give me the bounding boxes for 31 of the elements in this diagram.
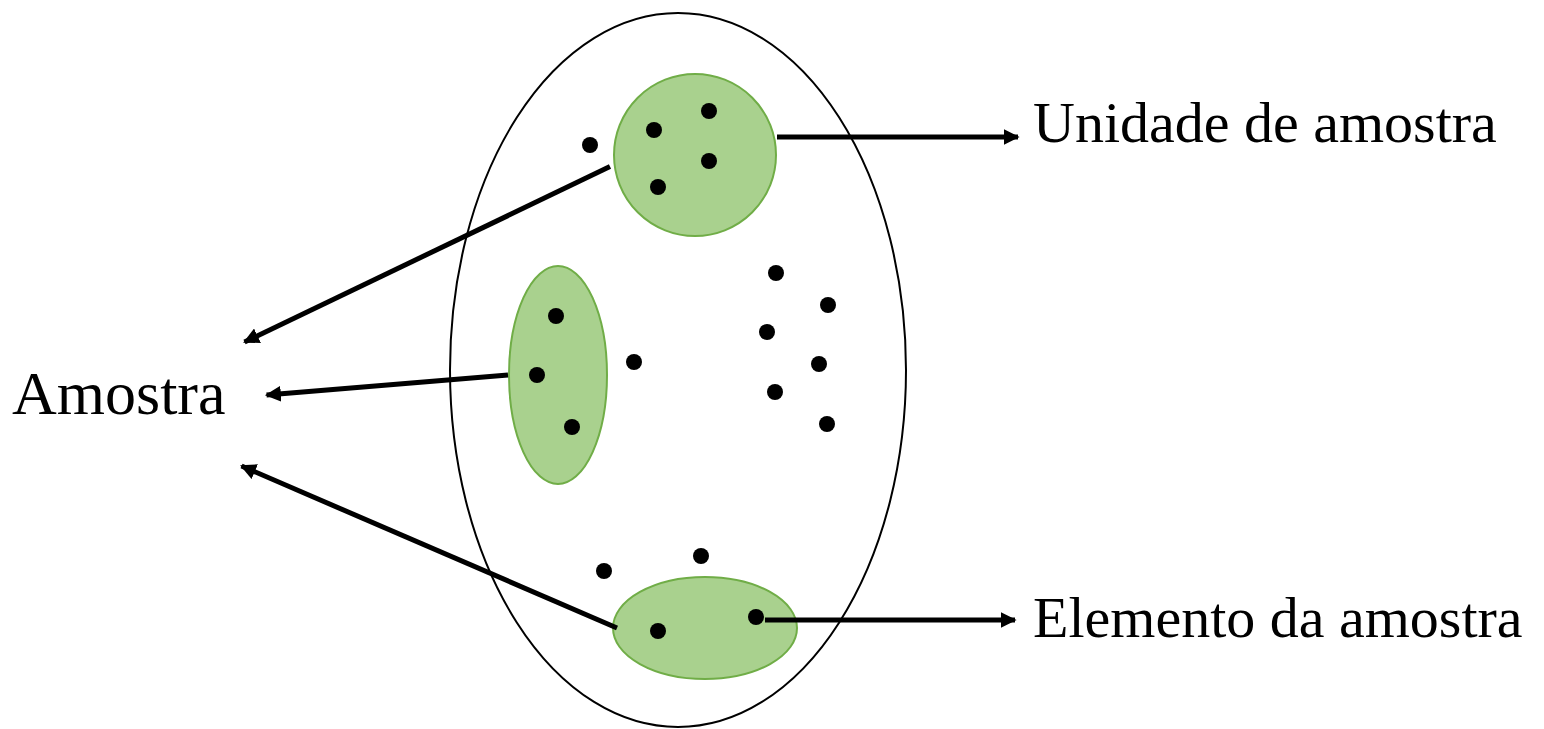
dot [563,419,581,435]
sample-shape [612,576,798,680]
dot [810,356,828,372]
dot [649,179,667,195]
dot [819,297,837,313]
arrow [243,164,612,345]
arrow [765,612,1017,628]
dot [818,416,836,432]
dot [767,265,785,281]
label: Unidade de amostra [1033,94,1497,152]
arrow [240,463,618,631]
dot [645,122,663,138]
dot [692,548,710,564]
dot [700,103,718,119]
sample-shape [613,72,777,238]
dot [649,623,667,639]
arrow [777,129,1020,145]
dot [766,384,784,400]
sample-shape [508,265,608,485]
dot [758,324,776,340]
dot [581,137,599,153]
label: Elemento da amostra [1033,589,1523,647]
dot [528,367,546,383]
dot [700,153,718,169]
label: Amostra [12,362,226,424]
dot [747,609,765,625]
dot [595,563,613,579]
dot [625,354,643,370]
arrow [264,372,509,402]
dot [547,308,565,324]
population-ellipse [449,12,907,728]
